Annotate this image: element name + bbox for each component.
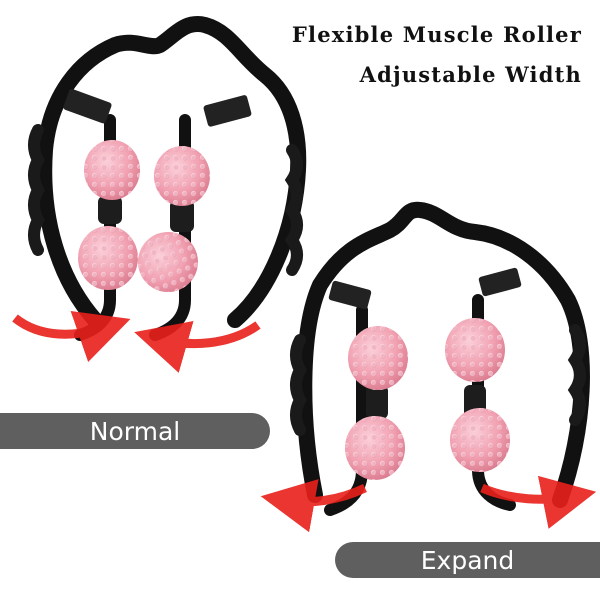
normal-squeeze-arrows: [12, 310, 261, 373]
normal-label-text: Normal: [89, 416, 181, 446]
expand-roller-frame: [290, 201, 590, 516]
expand-spread-arrows: [260, 475, 597, 533]
product-title: Flexible Muscle Roller: [291, 22, 582, 47]
product-subtitle: Adjustable Width: [359, 62, 582, 87]
normal-label: Normal: [0, 413, 270, 449]
expand-label-text: Expand: [420, 545, 515, 575]
expand-pink-rollers: [345, 318, 510, 480]
normal-pink-rollers: [78, 140, 210, 292]
expand-label: Expand: [335, 542, 600, 578]
